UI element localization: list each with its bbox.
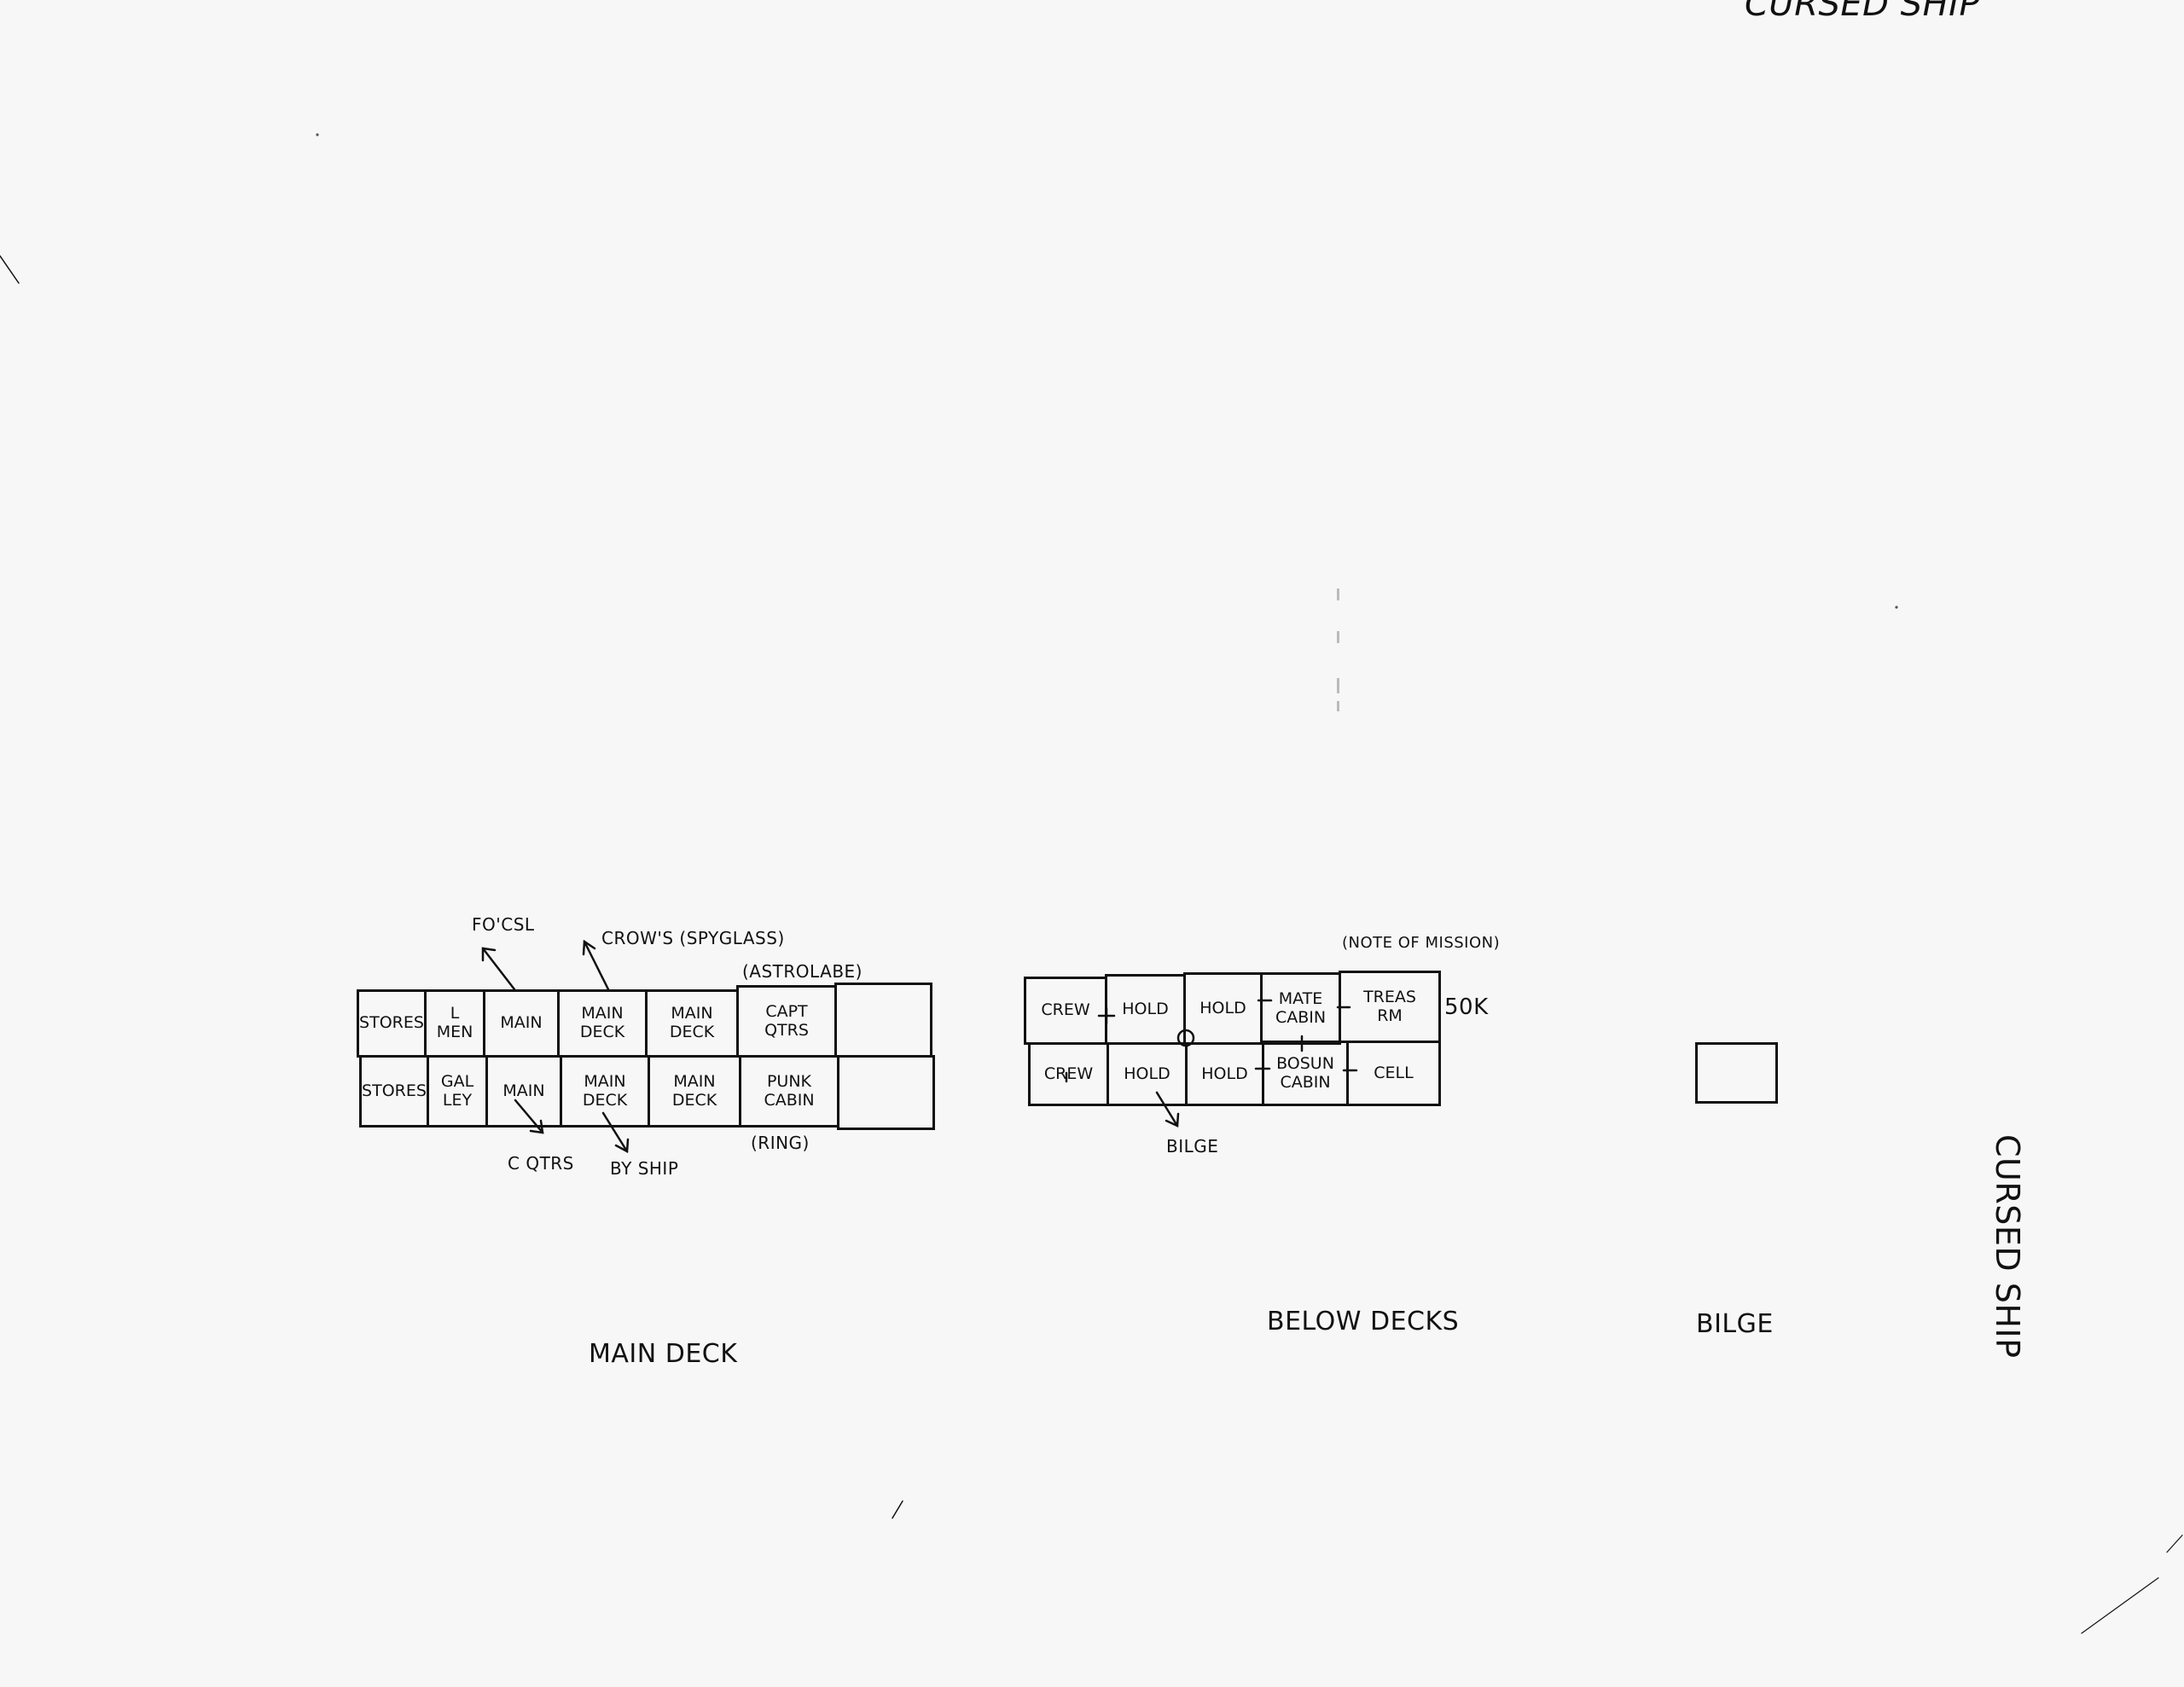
ring-note: (RING) <box>751 1133 810 1153</box>
astrolabe-note: (ASTROLABE) <box>742 961 863 982</box>
crows-note: CROW'S (SPYGLASS) <box>601 928 785 948</box>
cqtrs-note: C QTRS <box>508 1153 574 1174</box>
gold-note: 50K <box>1444 994 1489 1020</box>
title-top: CURSED SHIP <box>1745 0 1981 24</box>
main-deck-cell <box>837 1055 935 1130</box>
bilge-link-note: BILGE <box>1166 1136 1219 1157</box>
main-deck-cell: CAPT QTRS <box>736 985 837 1058</box>
below-decks-cell: BOSUN CABIN <box>1262 1041 1349 1106</box>
bilge-box <box>1695 1042 1778 1104</box>
bilge-label: BILGE <box>1696 1309 1774 1339</box>
below-decks-label: BELOW DECKS <box>1267 1307 1460 1336</box>
below-decks-cell: CELL <box>1346 1041 1441 1106</box>
main-deck-cell: MAIN DECK <box>648 1055 741 1128</box>
focsl-note: FO'CSL <box>472 914 535 935</box>
mission-note: (NOTE OF MISSION) <box>1342 934 1501 952</box>
main-deck-label: MAIN DECK <box>589 1339 738 1369</box>
by-ship-note: BY SHIP <box>610 1158 679 1179</box>
